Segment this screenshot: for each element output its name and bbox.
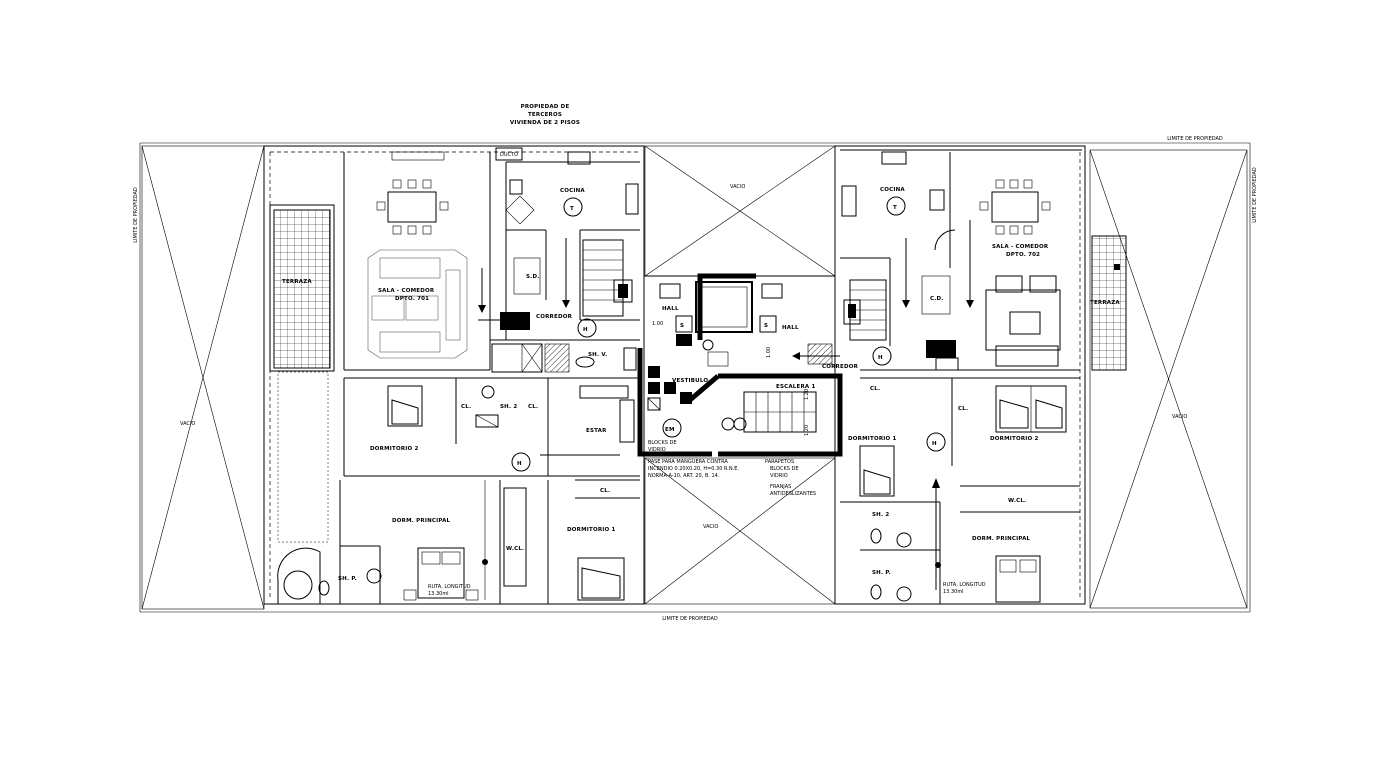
- svg-text:DORMITORIO 2: DORMITORIO 2: [990, 436, 1039, 442]
- svg-text:H: H: [878, 355, 883, 361]
- svg-text:CORREDOR: CORREDOR: [536, 314, 573, 320]
- svg-text:1.20: 1.20: [804, 389, 810, 400]
- svg-text:SH. 2: SH. 2: [500, 404, 517, 410]
- limit-label-bottom: LIMITE DE PROPIEDAD: [662, 616, 718, 622]
- svg-text:CL.: CL.: [461, 404, 471, 410]
- svg-text:CL.: CL.: [870, 386, 880, 392]
- svg-text:CL.: CL.: [958, 406, 968, 412]
- svg-text:DORMITORIO 2: DORMITORIO 2: [370, 446, 419, 452]
- svg-text:H: H: [517, 461, 522, 467]
- svg-text:FRANJAS: FRANJAS: [770, 484, 791, 490]
- void-top: VACIO: [644, 145, 836, 277]
- svg-text:VIDRIO: VIDRIO: [770, 473, 788, 479]
- svg-text:H: H: [583, 327, 588, 333]
- svg-text:DPTO. 701: DPTO. 701: [395, 296, 429, 302]
- property-limits: LIMITE DE PROPIEDAD LIMITE DE PROPIEDAD …: [133, 136, 1258, 622]
- svg-text:13.30ml: 13.30ml: [428, 591, 449, 597]
- svg-text:DUCTO: DUCTO: [500, 152, 518, 158]
- svg-text:ESCALERA 1: ESCALERA 1: [776, 384, 816, 390]
- svg-text:DORM. PRINCIPAL: DORM. PRINCIPAL: [392, 518, 451, 524]
- svg-text:HALL: HALL: [782, 325, 799, 331]
- svg-text:RUTA, LONGITUD: RUTA, LONGITUD: [943, 582, 986, 588]
- svg-text:ESTAR: ESTAR: [586, 428, 607, 434]
- svg-text:HALL: HALL: [662, 306, 679, 312]
- svg-text:VIDRIO: VIDRIO: [648, 447, 666, 453]
- limit-label-top: LIMITE DE PROPIEDAD: [1167, 136, 1223, 142]
- right-unit: COCINA T SALA - COMEDOR DPTO. 702 C.D.: [792, 145, 1127, 605]
- svg-text:W.CL.: W.CL.: [1008, 498, 1026, 504]
- svg-text:SH. P.: SH. P.: [338, 576, 357, 582]
- svg-text:ANTIDESLIZANTES: ANTIDESLIZANTES: [770, 491, 816, 497]
- void-left: VACIO: [141, 145, 265, 610]
- neighbor-note: PROPIEDAD DE TERCEROS VIVIENDA DE 2 PISO…: [510, 104, 580, 126]
- svg-text:NORMA A-10, ART. 20, B. 14.: NORMA A-10, ART. 20, B. 14.: [648, 473, 720, 479]
- svg-text:1.00: 1.00: [766, 347, 772, 358]
- svg-text:VIVIENDA DE 2 PISOS: VIVIENDA DE 2 PISOS: [510, 120, 580, 126]
- svg-text:H: H: [932, 441, 937, 447]
- svg-text:DPTO. 702: DPTO. 702: [1006, 252, 1040, 258]
- core: HALL 1.00 S HALL S 1.00 VESTIBULO EM BLO…: [637, 273, 843, 497]
- svg-text:S.D.: S.D.: [526, 274, 540, 280]
- svg-text:SALA - COMEDOR: SALA - COMEDOR: [378, 288, 435, 294]
- svg-text:T: T: [570, 206, 574, 212]
- svg-text:PROPIEDAD DE: PROPIEDAD DE: [521, 104, 570, 110]
- svg-text:VACIO: VACIO: [180, 421, 195, 427]
- svg-text:BLOCKS DE: BLOCKS DE: [648, 440, 677, 446]
- limit-label-left: LIMITE DE PROPIEDAD: [133, 187, 139, 243]
- svg-text:S: S: [764, 323, 768, 329]
- svg-text:TERRAZA: TERRAZA: [1090, 300, 1120, 306]
- svg-text:PARAPETOS: PARAPETOS: [765, 459, 794, 465]
- left-unit: DUCTO TERRAZA SALA - COMEDOR DPTO. 701 C…: [263, 145, 645, 605]
- svg-text:RUTA, LONGITUD: RUTA, LONGITUD: [428, 584, 471, 590]
- svg-text:13.30ml: 13.30ml: [943, 589, 964, 595]
- svg-text:DORMITORIO 1: DORMITORIO 1: [567, 527, 616, 533]
- svg-text:COCINA: COCINA: [880, 187, 905, 193]
- svg-text:VACIO: VACIO: [1172, 414, 1187, 420]
- void-bottom: VACIO: [644, 457, 836, 605]
- svg-text:T: T: [893, 205, 897, 211]
- svg-text:COCINA: COCINA: [560, 188, 585, 194]
- svg-text:VACIO: VACIO: [703, 524, 718, 530]
- svg-text:W.CL.: W.CL.: [506, 546, 524, 552]
- svg-text:1.20: 1.20: [804, 425, 810, 436]
- svg-text:CORREDOR: CORREDOR: [822, 364, 859, 370]
- svg-text:SH. 2: SH. 2: [872, 512, 889, 518]
- svg-text:EM: EM: [665, 427, 675, 433]
- svg-text:PASE PARA MANGUERA CONTRA: PASE PARA MANGUERA CONTRA: [648, 459, 728, 465]
- svg-text:DORMITORIO 1: DORMITORIO 1: [848, 436, 897, 442]
- svg-text:C.D.: C.D.: [930, 296, 944, 302]
- svg-text:S: S: [680, 323, 684, 329]
- svg-text:1.00: 1.00: [652, 321, 663, 327]
- svg-text:VESTIBULO: VESTIBULO: [672, 378, 708, 384]
- svg-text:BLOCKS DE: BLOCKS DE: [770, 466, 799, 472]
- svg-text:CL.: CL.: [600, 488, 610, 494]
- svg-text:SH. V.: SH. V.: [588, 352, 607, 358]
- svg-text:CL.: CL.: [528, 404, 538, 410]
- void-right: VACIO: [1089, 149, 1248, 609]
- svg-text:TERCEROS: TERCEROS: [528, 112, 562, 118]
- svg-text:SH. P.: SH. P.: [872, 570, 891, 576]
- limit-label-right: LIMITE DE PROPIEDAD: [1252, 167, 1258, 223]
- svg-text:VACIO: VACIO: [730, 184, 745, 190]
- svg-text:TERRAZA: TERRAZA: [282, 279, 312, 285]
- svg-text:INCENDIO 0.20X0.20, H=0.30 R.N: INCENDIO 0.20X0.20, H=0.30 R.N.E.: [648, 466, 739, 472]
- svg-text:SALA - COMEDOR: SALA - COMEDOR: [992, 244, 1049, 250]
- svg-text:DORM. PRINCIPAL: DORM. PRINCIPAL: [972, 536, 1031, 542]
